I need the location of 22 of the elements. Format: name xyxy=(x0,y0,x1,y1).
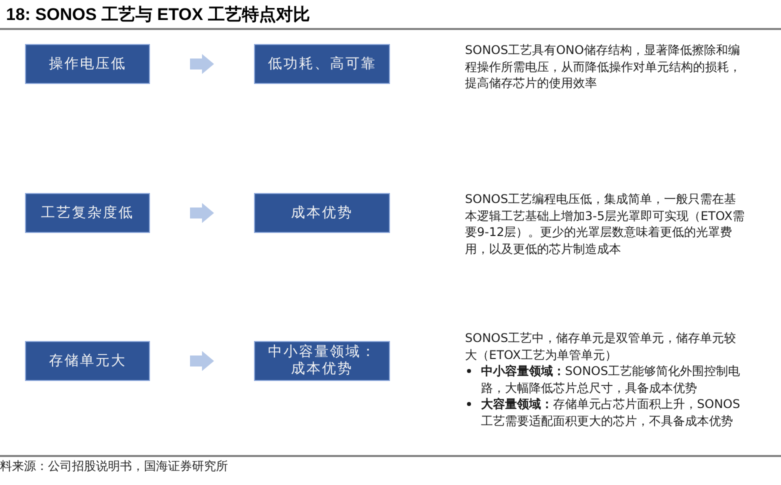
process-box xyxy=(254,341,390,381)
description-text: SONOS工艺中，储存单元是双管单元，储存单元较大（ETOX工艺为单管单元） xyxy=(465,330,738,363)
step-label: 存储单元大 xyxy=(48,352,126,370)
description-text: SONOS工艺编程电压低，集成简单，一般只需在基本逻辑工艺基础上增加3-5层光罩即可实现（ETOX需要9-12层）。更少的光罩层数意味着更低的光罩费用，以及更低的芯片制造成本 xyxy=(465,191,746,257)
bullet-text: 大容量领域：存储单元占芯片面积上升，SONOS工艺需要适配面积更大的芯片，不具备成本优势 xyxy=(481,396,742,429)
process-box xyxy=(25,341,150,381)
step-label: 操作电压低 xyxy=(48,56,126,72)
bullet-text: 中小容量领域：SONOS工艺能够简化外围控制电路，大幅降低芯片总尺寸，具备成本优势 xyxy=(481,363,742,396)
step-label: 中小容量领域：成本优势 xyxy=(267,344,377,378)
process-box xyxy=(25,44,150,84)
description-text: SONOS工艺具有ONO储存结构，显著降低擦除和编程操作所需电压，从而降低操作对单元结构的损耗，提高储存芯片的使用效率 xyxy=(465,42,742,92)
source-note: 料来源：公司招股说明书，国海证券研究所 xyxy=(0,458,228,474)
block-arrow xyxy=(190,203,214,223)
block-arrow xyxy=(190,351,214,371)
process-box xyxy=(254,193,390,233)
step-label: 低功耗、高可靠 xyxy=(268,56,376,72)
process-box xyxy=(25,193,150,233)
step-label: 工艺复杂度低 xyxy=(41,204,134,222)
step-label: 成本优势 xyxy=(291,204,353,222)
block-arrow xyxy=(190,54,214,74)
process-box xyxy=(254,44,390,84)
title: 18: SONOS 工艺与 ETOX 工艺特点对比 xyxy=(6,4,310,26)
